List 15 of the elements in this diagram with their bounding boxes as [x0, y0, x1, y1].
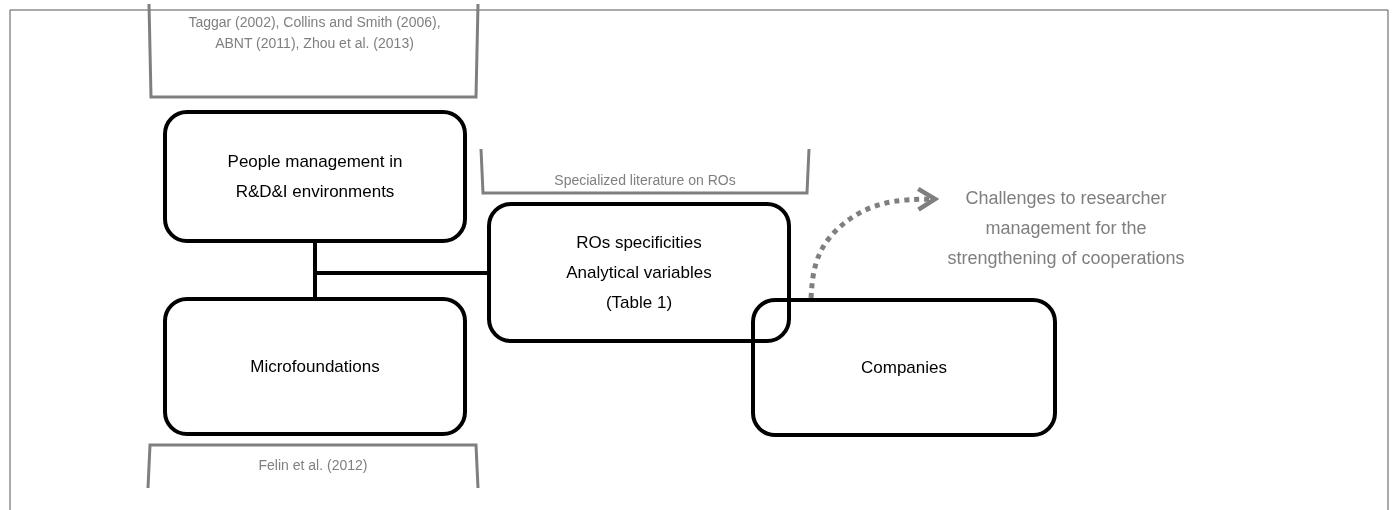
- citation-text: Felin et al. (2012): [257, 456, 369, 475]
- box-label: Companies: [861, 356, 947, 379]
- rounded-box: [163, 297, 467, 436]
- box-label: ROs specificities: [576, 231, 702, 254]
- citation-text: Specialized literature on ROs: [553, 171, 737, 190]
- box-label: People management in R&D&I environments: [226, 150, 404, 203]
- rounded-box: [487, 202, 791, 343]
- connector-line: [313, 271, 487, 297]
- citation-text: Taggar (2002), Collins and Smith (2006), ABNT (2011), Zhou et al. (2013): [187, 13, 442, 53]
- dotted-arrow: [808, 186, 938, 299]
- note-text: Challenges to researcher management for the strengthening of cooperations: [935, 181, 1197, 275]
- box-label: Microfoundations: [250, 355, 380, 378]
- rounded-box: [163, 110, 467, 243]
- box-label: Analytical variables (Table 1): [565, 261, 713, 314]
- rounded-box: [751, 298, 1057, 437]
